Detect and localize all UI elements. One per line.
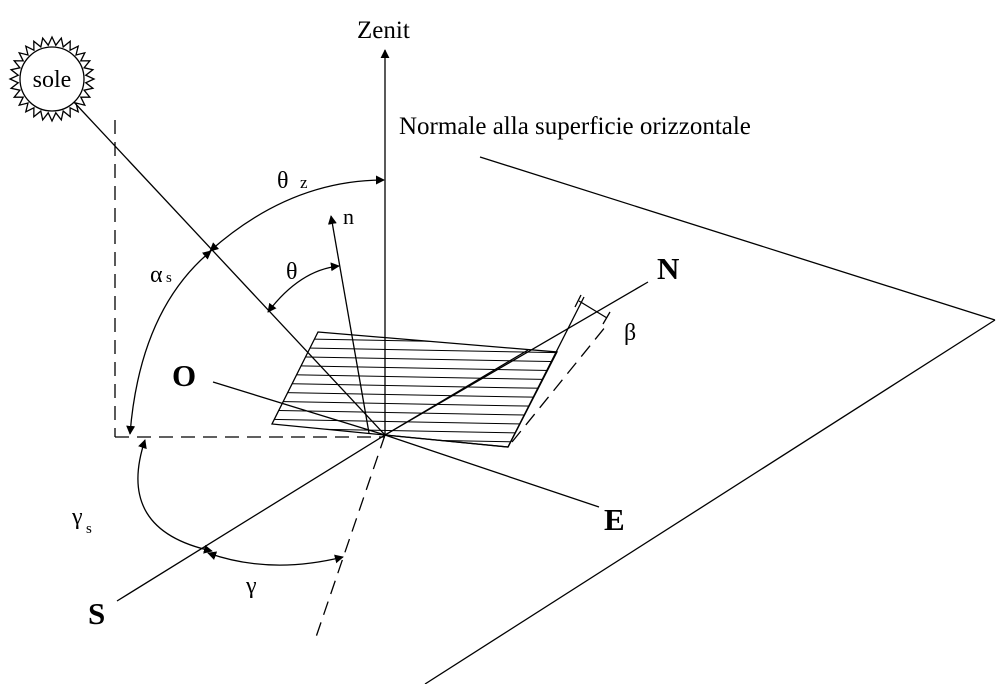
theta-z-symbol: θ [277,168,289,194]
east-label: E [604,502,625,537]
gamma-s-subscript: s [86,521,92,537]
hatch-line [272,355,557,363]
hatch-line [250,320,580,326]
tilted-surface [270,331,559,448]
sun-icon: sole [8,35,96,123]
sun-ray [71,99,386,436]
north-label: N [657,251,679,286]
beta-tick-2 [602,311,611,325]
beta-tick-1 [574,294,582,308]
east-axis [384,434,600,508]
theta-arc [267,262,340,313]
hatch-line [272,427,557,435]
normal-caption: Normale alla superficie orizzontale [399,113,751,140]
alpha-s-arc [126,250,212,435]
surface-tilt-edge [507,296,585,448]
hatch-line [272,445,557,447]
surface-edge-to-east [384,434,509,448]
sun-label: sole [33,67,72,93]
zenith-label: Zenit [357,17,410,44]
surface-edge-to-north [384,349,529,436]
south-axis [116,434,386,602]
south-label: S [88,596,105,631]
surface-edge-dashed [511,325,607,443]
hatch-line [272,364,557,372]
west-label: O [172,358,196,393]
gamma-arc [207,551,344,566]
hatch-line [272,409,557,417]
surface-normal [327,215,370,434]
hatch-line [272,400,557,408]
hatch-line [272,391,557,399]
surface-hatching [250,320,580,461]
theta-label: θ [286,259,298,285]
gamma-label: γ [245,573,257,599]
n-label: n [343,204,354,229]
alpha-s-symbol: α [150,262,163,288]
hatch-line [272,373,557,381]
hatch-line [250,455,580,461]
gamma-s-arc [137,439,213,554]
hatch-line [272,382,557,390]
surface-azimuth-projection [314,434,386,641]
ground-plane-top-edge [479,156,996,321]
gamma-s-symbol: γ [71,504,83,530]
beta-arc [578,300,608,319]
theta-z-subscript: z [300,173,308,192]
alpha-s-subscript: s [166,270,172,286]
theta-z-arc [209,175,385,252]
beta-label: β [624,320,636,346]
hatch-line [272,332,557,336]
ground-plane-right-edge [424,319,996,684]
west-axis [212,381,386,436]
